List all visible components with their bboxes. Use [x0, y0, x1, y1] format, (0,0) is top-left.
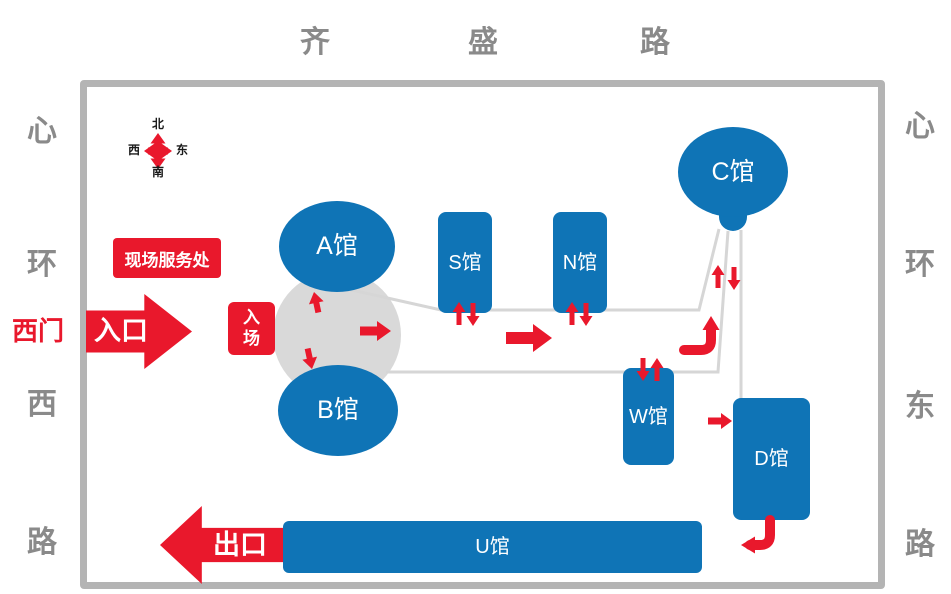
west-gate-label: 西门 [11, 316, 64, 346]
road-right-char-2: 环 [905, 248, 935, 281]
hall-n-label: N馆 [562, 251, 598, 274]
road-top-char-3: 路 [640, 26, 670, 59]
compass-north-label: 北 [151, 117, 164, 131]
hall-u-label: U馆 [475, 536, 510, 558]
hall-c-label: C馆 [711, 157, 755, 186]
road-right-char-4: 路 [905, 528, 935, 561]
service-desk-label: 现场服务处 [124, 250, 210, 270]
compass-east-label: 东 [175, 143, 188, 157]
road-right-char-1: 心 [905, 110, 935, 143]
road-left-char-4: 路 [27, 526, 57, 559]
hall-b: B馆 [278, 365, 398, 456]
service-desk-box: 现场服务处 [113, 238, 221, 278]
hall-d-label: D馆 [754, 448, 789, 470]
road-right-char-3: 东 [905, 390, 935, 423]
admission-box: 入 场 [228, 302, 275, 355]
exit-label: 出口 [213, 529, 267, 560]
entrance-label: 入口 [94, 316, 148, 346]
hall-c: C馆 [678, 127, 788, 217]
hall-b-label: B馆 [317, 396, 359, 424]
hall-w: W馆 [623, 368, 674, 465]
hall-w-label: W馆 [629, 405, 668, 428]
road-left-char-1: 心 [27, 115, 57, 148]
compass-west-label: 西 [127, 143, 140, 157]
hall-a-label: A馆 [316, 232, 358, 260]
venue-boundary [80, 80, 885, 589]
road-top-char-2: 盛 [468, 26, 498, 59]
road-left-char-2: 环 [27, 248, 57, 281]
hall-s: S馆 [438, 212, 492, 313]
hall-d: D馆 [733, 398, 810, 520]
road-top-char-1: 齐 [300, 26, 330, 59]
hall-n: N馆 [553, 212, 607, 313]
admission-label: 入 场 [243, 308, 260, 348]
hall-s-label: S馆 [448, 251, 482, 274]
hall-u: U馆 [283, 521, 702, 573]
hall-a: A馆 [279, 201, 395, 292]
road-left-char-3: 西 [27, 388, 57, 421]
compass-south-label: 南 [151, 165, 164, 179]
